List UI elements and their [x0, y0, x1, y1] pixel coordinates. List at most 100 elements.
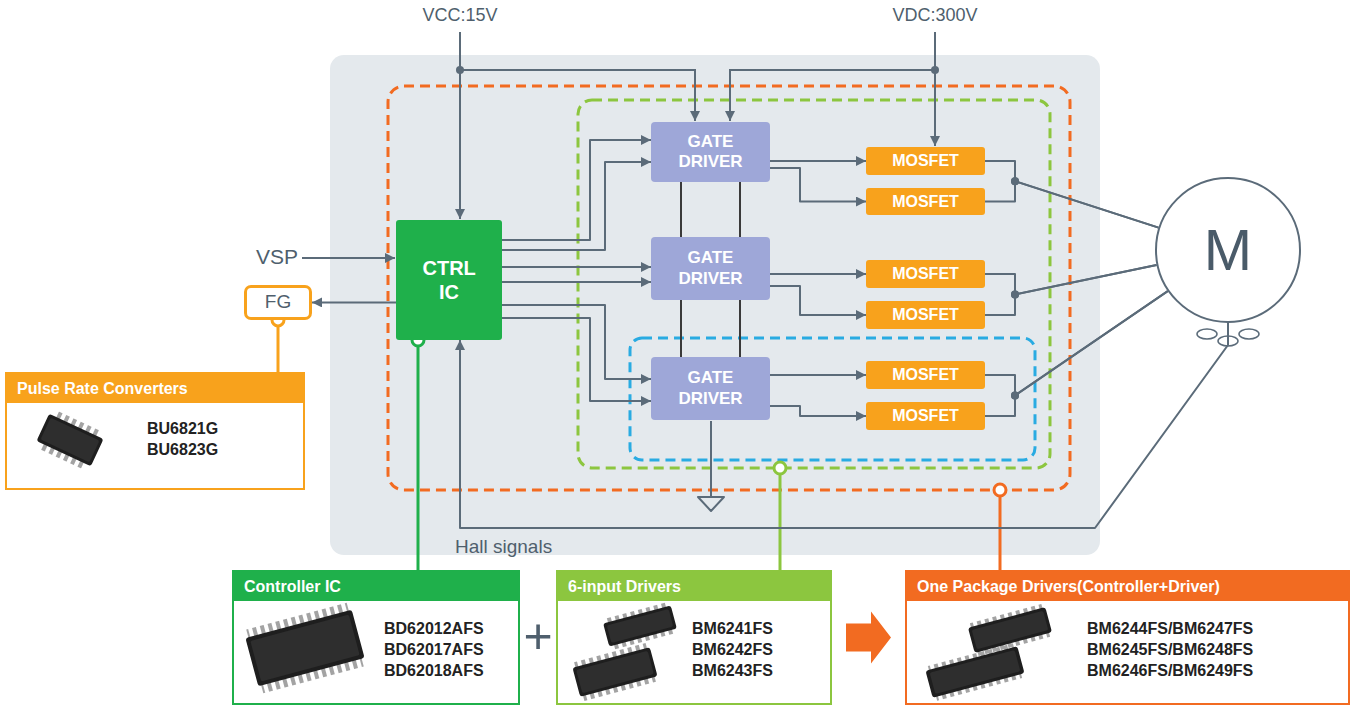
- part-number-list: BD62012AFS BD62017AFS BD62018AFS: [384, 619, 510, 681]
- driver-link: [680, 182, 682, 237]
- leader-line: [999, 497, 1002, 570]
- product-callout: 6-input DriversBM6241FS BM6242FS BM6243F…: [556, 570, 832, 705]
- chip-top: [607, 609, 673, 643]
- box-label: GATE DRIVER: [678, 368, 742, 409]
- motor-circle: M: [1155, 177, 1301, 323]
- product-callout: Controller IC BD62012AFS BD62017AFS BD620…: [232, 570, 520, 705]
- chip-body: [925, 646, 1024, 698]
- supply-voltage-label: VCC:15V: [400, 5, 520, 26]
- junction-dot: [1011, 291, 1019, 299]
- leader-line: [779, 475, 782, 570]
- junction-dot: [1011, 392, 1019, 400]
- gate-driver-box: GATE DRIVER: [651, 237, 770, 300]
- hall-sensor-element: [1239, 329, 1259, 339]
- vdc-wire: [934, 32, 936, 146]
- chip-pins: [928, 643, 1022, 701]
- signal-arrow: [770, 374, 866, 376]
- signal-name: Hall signals: [455, 536, 595, 558]
- box-label: CTRL IC: [423, 256, 476, 304]
- controller-chip: CTRL IC: [396, 220, 502, 340]
- mosfet-box: MOSFET: [866, 188, 985, 215]
- box-label: MOSFET: [892, 265, 959, 283]
- supply-voltage-label: VDC:300V: [875, 5, 995, 26]
- signal-arrow: [502, 162, 651, 250]
- junction-dot: [1011, 392, 1019, 400]
- chip-body: [572, 647, 657, 697]
- label-holder: VSP: [236, 245, 298, 269]
- leader-line: [277, 326, 280, 372]
- chip-illustration: [924, 642, 1025, 701]
- chip-pins: [246, 603, 364, 694]
- junction-dot: [1011, 291, 1019, 299]
- label-holder: VCC:15V: [400, 5, 520, 26]
- one-package-region: [388, 86, 1070, 490]
- ground-wire: [710, 421, 712, 497]
- gate-driver-box: GATE DRIVER: [651, 357, 770, 420]
- box-label: MOSFET: [892, 306, 959, 324]
- box-label: MOSFET: [892, 193, 959, 211]
- mosfet-box: MOSFET: [866, 301, 985, 329]
- label-holder: +: [520, 608, 556, 666]
- part-number-list: BU6821G BU6823G: [147, 419, 295, 461]
- vsp-wire: [302, 257, 395, 259]
- part-number-list: BM6241FS BM6242FS BM6243FS: [692, 619, 822, 681]
- callout-heading: 6-input Drivers: [558, 572, 830, 601]
- chip-top: [576, 651, 654, 693]
- gate-driver-box: GATE DRIVER: [651, 122, 770, 182]
- mosfet-box: MOSFET: [866, 361, 985, 389]
- phase-wire: [985, 291, 1168, 395]
- fg-output-box: FG: [244, 285, 312, 320]
- hall-sensor-element: [1197, 329, 1217, 339]
- leader-ring: [774, 462, 786, 474]
- vcc-wire: [459, 32, 461, 219]
- chip-top: [972, 611, 1049, 649]
- chip-body: [245, 610, 364, 687]
- junction-dot: [1011, 177, 1019, 185]
- mosfet-box: MOSFET: [866, 147, 985, 175]
- driver-link: [739, 300, 741, 357]
- signal-arrow: [502, 281, 651, 283]
- label-holder: Hall signals: [455, 536, 595, 558]
- signal-name: VSP: [236, 245, 298, 269]
- callout-heading: Pulse Rate Converters: [7, 374, 303, 403]
- chip-illustration: [571, 642, 659, 701]
- product-callout: One Package Drivers(Controller+Driver) BM…: [905, 570, 1350, 705]
- signal-arrow: [502, 318, 651, 401]
- mosfet-box: MOSFET: [866, 260, 985, 288]
- chip-body: [36, 414, 103, 467]
- mosfet-box: MOSFET: [866, 402, 985, 430]
- phase-wire: [985, 291, 1168, 416]
- phase-wire: [985, 181, 1159, 227]
- label-holder: VDC:300V: [875, 5, 995, 26]
- junction-dot: [931, 66, 939, 74]
- callout-heading: Controller IC: [234, 572, 518, 601]
- box-label: MOSFET: [892, 407, 959, 425]
- ground-symbol: [698, 497, 724, 511]
- phase-wire: [985, 265, 1157, 315]
- box-label: MOSFET: [892, 366, 959, 384]
- signal-arrow: [770, 286, 866, 315]
- signal-arrow: [502, 305, 651, 379]
- vdc-wire: [730, 70, 935, 121]
- chip-top: [40, 418, 99, 463]
- signal-arrow: [502, 140, 651, 240]
- fg-arrow: [312, 301, 396, 303]
- chip-body: [603, 605, 677, 646]
- signal-arrow: [502, 266, 651, 268]
- signal-arrow: [770, 273, 866, 275]
- junction-dot: [1011, 177, 1019, 185]
- junction-dot: [456, 66, 464, 74]
- signal-arrow: [770, 406, 866, 416]
- leader-line: [417, 346, 420, 570]
- product-callout: Pulse Rate ConvertersBU6821G BU6823G: [5, 372, 305, 490]
- board-panel: [330, 55, 1100, 555]
- part-number-list: BM6244FS/BM6247FS BM6245FS/BM6248FS BM62…: [1087, 619, 1340, 681]
- box-label: GATE DRIVER: [678, 132, 742, 173]
- callout-heading: One Package Drivers(Controller+Driver): [907, 572, 1348, 601]
- driver-link: [739, 182, 741, 237]
- chip-top: [250, 615, 359, 682]
- hall-signal-wire: [460, 323, 1228, 528]
- box-label: MOSFET: [892, 152, 959, 170]
